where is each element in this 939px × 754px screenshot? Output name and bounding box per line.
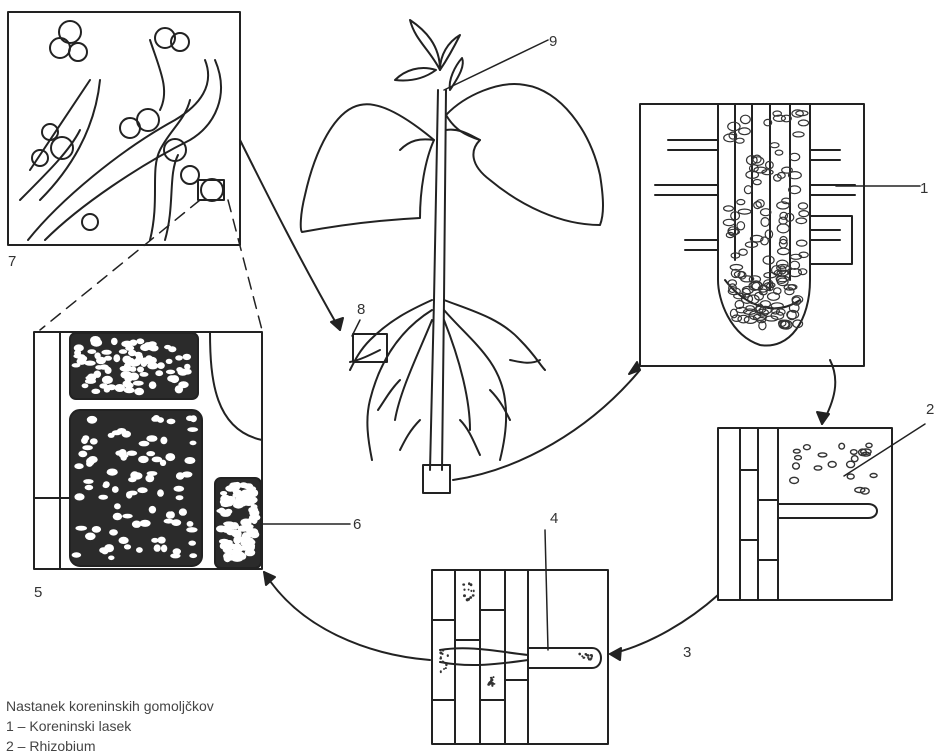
caption-title: Nastanek koreninskih gomoljčkov (6, 698, 214, 714)
cycle-arrows (240, 140, 835, 660)
root-tip-cells (723, 110, 808, 330)
caption-item-1: 1 – Koreninski lasek (6, 718, 131, 734)
panel-1-root-tip (640, 104, 864, 366)
label-4: 4 (550, 510, 558, 527)
label-3: 3 (683, 644, 691, 661)
panel-7-root-nodules (8, 12, 240, 245)
caption-item-2: 2 – Rhizobium (6, 738, 96, 754)
panel-4-infection-thread (432, 570, 608, 744)
label-8: 8 (357, 301, 365, 318)
label-5: 5 (34, 584, 42, 601)
label-2: 2 (926, 401, 934, 418)
label-6: 6 (353, 516, 361, 533)
plant-illustration (301, 20, 603, 493)
rhizobium-bacteria (790, 443, 877, 494)
leader-lines (262, 40, 925, 650)
infection-dots (439, 582, 593, 687)
label-1: 1 (920, 180, 928, 197)
label-9: 9 (549, 33, 557, 50)
label-7: 7 (8, 253, 16, 270)
